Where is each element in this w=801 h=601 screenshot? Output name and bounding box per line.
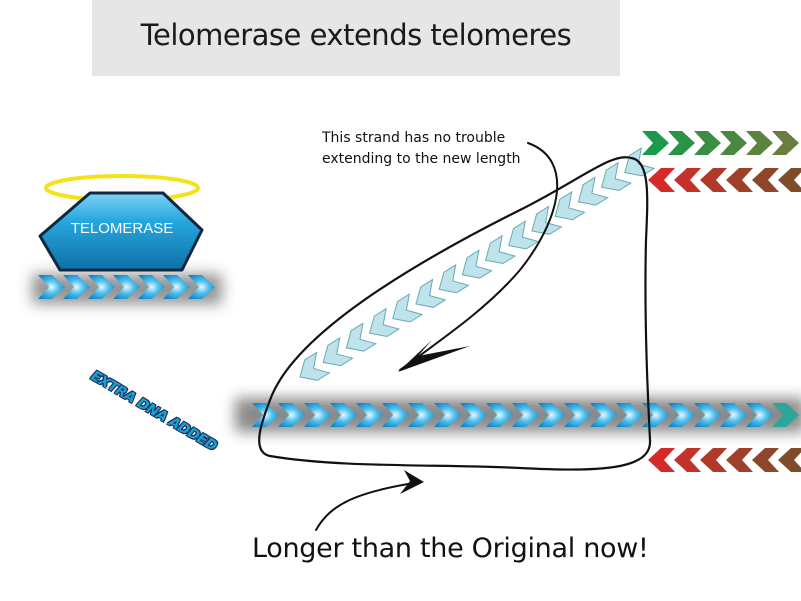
new-strand-chevron [316,337,353,374]
caption-arrow-head [400,470,424,494]
bottom-caption: Longer than the Original now! [252,533,649,564]
strand-note-line-2: extending to the new length [322,151,521,167]
new-strand-chevron [293,352,330,388]
new-strand-chevron [455,249,493,286]
original-middle-strand [648,168,801,192]
original-top-strand [642,131,799,155]
telomerase-label: TELOMERASE [71,220,174,237]
new-strand-chevron [362,308,400,344]
new-strand-chevron [432,264,469,301]
title-banner: Telomerase extends telomeres [92,0,620,76]
new-strand-chevron [385,293,423,330]
note-arrow-head [398,340,470,372]
new-strand-chevron [594,162,632,198]
new-strand-chevron [409,279,446,315]
note-arrow [399,142,559,371]
strand-note-line-1: This strand has no trouble [322,130,506,146]
new-strand-chevron [501,220,539,257]
telomerase-enzyme [38,191,204,272]
caption-arrow [315,481,421,531]
new-strand-chevron [339,322,377,359]
original-bottom-strand [648,448,801,472]
strand-note: This strand has no trouble extending to … [322,128,562,170]
new-complementary-strand [293,147,655,388]
hand-drawn-loop [258,156,652,471]
new-strand-chevron [571,176,609,213]
new-strand-chevron [478,235,516,271]
page-title: Telomerase extends telomeres [140,18,572,52]
